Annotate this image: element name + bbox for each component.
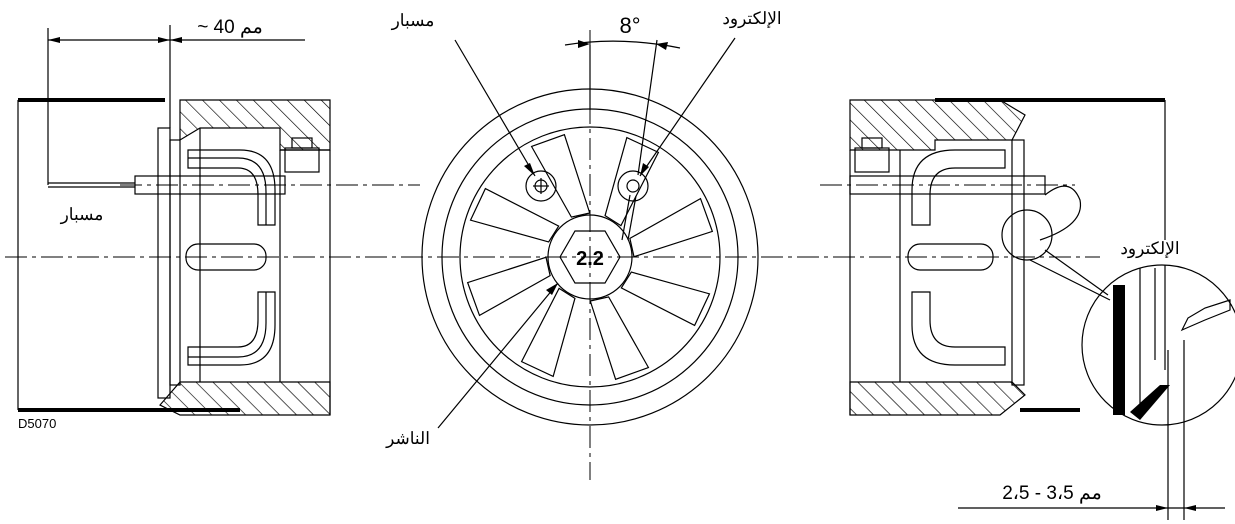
electrode-leader	[639, 37, 736, 177]
front-view	[421, 39, 759, 426]
diffuser-blade	[530, 133, 591, 218]
diffuser-hub	[547, 214, 633, 300]
diffuser-blade	[620, 271, 711, 327]
probe-leader	[454, 39, 536, 177]
dimension-40mm	[47, 25, 305, 185]
gap-label: 2،5 - 3،5 مم	[1002, 483, 1102, 504]
left-side-view	[17, 98, 331, 416]
probe-left-label: مسبار	[60, 205, 104, 225]
angle-label: 8°	[619, 13, 640, 38]
diffuser-blade	[469, 187, 560, 243]
figure-code: D5070	[18, 416, 56, 431]
diffuser-blade	[466, 256, 551, 317]
diffuser-blade	[629, 197, 714, 258]
electrode-hole	[617, 170, 649, 202]
electrode-top-label: الإلكترود	[722, 9, 781, 29]
diffuser-blade	[604, 136, 660, 227]
electrode-right-label: الإلكترود	[1120, 239, 1179, 259]
diffuser-size-label: 2.2	[576, 248, 604, 270]
diffuser-leader	[437, 282, 559, 429]
diffuser-blade	[589, 296, 650, 381]
dimension-40mm-label: ~ 40 مم	[197, 17, 263, 38]
diffuser-label: الناشر	[385, 429, 430, 449]
detail-marker-circle	[1001, 209, 1053, 261]
diffuser-blade	[520, 287, 576, 378]
electrode-gap-detail	[1081, 264, 1235, 520]
probe-hole	[525, 170, 557, 202]
right-side-view	[849, 98, 1166, 416]
hex-nut	[559, 230, 621, 284]
probe-top-label: مسبار	[391, 11, 435, 31]
dimension-gap	[958, 505, 1225, 511]
